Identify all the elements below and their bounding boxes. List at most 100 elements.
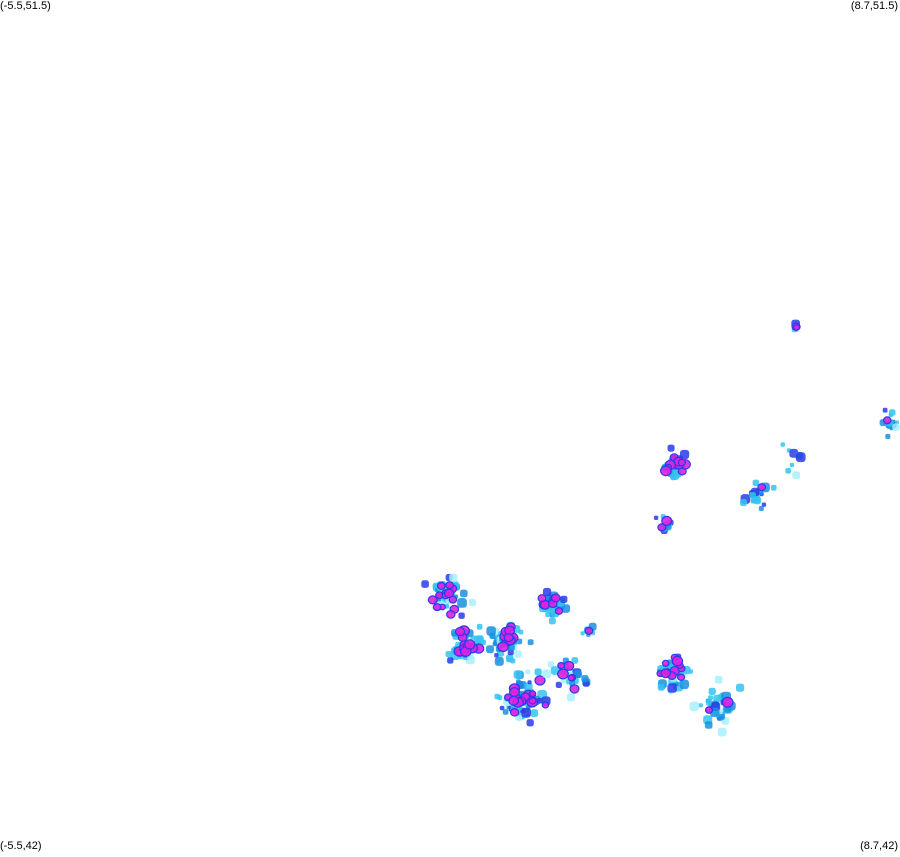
density-point [749, 492, 756, 499]
density-hotspot [509, 707, 520, 717]
density-point [548, 617, 556, 625]
density-point [894, 420, 899, 425]
density-point [492, 641, 497, 647]
density-point [689, 701, 699, 712]
density-point [506, 656, 513, 663]
density-point [490, 633, 496, 639]
density-point [888, 413, 893, 418]
density-point [758, 506, 764, 511]
density-point [580, 631, 585, 636]
density-hotspot [432, 603, 442, 612]
density-point [468, 598, 476, 607]
density-point [566, 693, 576, 702]
density-hotspot [455, 626, 466, 637]
density-hotspot [563, 660, 575, 671]
density-point [486, 645, 494, 654]
density-point [514, 650, 522, 658]
corner-label-top-right: (8.7,51.5) [850, 0, 898, 12]
density-point [708, 695, 713, 701]
density-point [698, 703, 703, 708]
density-hotspot [554, 607, 564, 615]
density-point [560, 595, 568, 603]
density-hotspot [792, 324, 801, 331]
density-point [780, 442, 785, 447]
density-hotspot [757, 483, 767, 492]
density-hotspot [528, 690, 537, 698]
density-point [534, 668, 542, 676]
density-point [657, 683, 665, 691]
density-point [445, 651, 452, 658]
density-point [714, 675, 723, 684]
density-point [795, 452, 806, 463]
density-hotspot [528, 697, 537, 705]
density-point [545, 612, 551, 617]
density-hotspot [497, 641, 509, 653]
density-point [882, 407, 888, 413]
density-point [792, 471, 801, 480]
density-point [785, 468, 791, 474]
points-layer [421, 319, 900, 737]
density-point [770, 484, 777, 491]
density-point [537, 697, 543, 704]
density-hotspot [661, 659, 670, 667]
density-point [516, 679, 521, 684]
density-point [885, 433, 891, 439]
density-hotspot [704, 706, 714, 714]
density-point [526, 719, 534, 727]
density-point [653, 515, 659, 520]
density-point [752, 497, 759, 503]
density-point [527, 680, 532, 685]
density-hotspot [464, 639, 476, 650]
density-point [581, 675, 589, 683]
density-point [460, 589, 468, 598]
density-hotspot [534, 675, 546, 686]
density-point [761, 502, 767, 507]
density-point [513, 670, 523, 679]
density-point [458, 612, 465, 619]
density-point [474, 635, 484, 646]
density-point [421, 580, 429, 588]
density-point [447, 657, 454, 664]
density-hotspot [557, 668, 569, 680]
density-point [476, 623, 483, 630]
density-point [527, 639, 534, 646]
density-hotspot [882, 416, 892, 425]
density-hotspot [657, 523, 667, 532]
density-hotspot [508, 695, 520, 706]
density-point [497, 695, 503, 701]
density-hotspot [443, 588, 455, 599]
density-hotspot [569, 684, 580, 694]
density-hotspot [503, 633, 514, 643]
density-point [547, 661, 555, 668]
density-point [542, 669, 551, 679]
density-hotspot [537, 594, 547, 603]
corner-label-bottom-right: (8.7,42) [860, 840, 898, 852]
density-point [667, 444, 675, 452]
density-point [679, 679, 689, 690]
density-hotspot [721, 696, 734, 708]
density-point [530, 709, 539, 717]
density-point [457, 598, 467, 608]
density-hotspot [550, 593, 561, 603]
density-hotspot [509, 687, 520, 697]
density-point [708, 687, 716, 695]
density-hotspot [584, 626, 594, 635]
density-hotspot [676, 673, 686, 681]
density-hotspot [661, 515, 673, 527]
density-hotspot [671, 655, 684, 667]
corner-label-bottom-left: (-5.5,42) [0, 840, 42, 852]
density-point [515, 715, 520, 721]
density-hotspot [567, 674, 575, 682]
density-point [525, 669, 531, 675]
density-point [670, 473, 677, 481]
density-hotspot [677, 458, 687, 467]
density-hotspot [436, 581, 446, 590]
density-point [521, 707, 531, 718]
density-point [717, 727, 727, 737]
density-hotspot [427, 595, 438, 605]
density-point [449, 573, 458, 582]
density-point [736, 683, 745, 692]
density-point [499, 705, 505, 711]
